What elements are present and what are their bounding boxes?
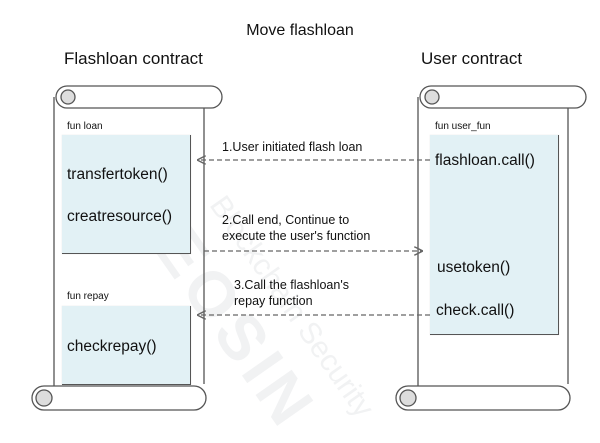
arrow-2-label-line-1: 2.Call end, Continue to <box>222 213 350 227</box>
arrow-3-label: 3.Call the flashloan's repay function <box>234 277 349 309</box>
left-scroll <box>31 85 223 411</box>
arrow-2-label-line-2: execute the user's function <box>222 229 371 243</box>
call-checkrepay: checkrepay() <box>67 338 157 355</box>
call-flashloan: flashloan.call() <box>435 152 535 169</box>
diagram-title: Move flashloan <box>246 22 354 39</box>
fun-repay-label: fun repay <box>67 291 109 302</box>
arrow-1-label: 1.User initiated flash loan <box>222 140 363 154</box>
arrow-3-label-line-1: 3.Call the flashloan's <box>234 278 349 292</box>
fun-repay-box <box>62 306 191 385</box>
diagram-canvas <box>31 85 587 411</box>
left-contract-heading: Flashloan contract <box>64 49 203 68</box>
call-usetoken: usetoken() <box>437 259 511 276</box>
fun-user-label: fun user_fun <box>435 121 491 132</box>
call-creatresource: creatresource() <box>67 208 173 225</box>
arrow-3-label-line-2: repay function <box>234 294 313 308</box>
user-fun-box <box>430 135 559 335</box>
right-contract-heading: User contract <box>421 49 523 68</box>
fun-loan-label: fun loan <box>67 121 103 132</box>
right-scroll <box>395 85 587 411</box>
call-check: check.call() <box>436 302 515 319</box>
arrow-2-label: 2.Call end, Continue to execute the user… <box>222 212 370 244</box>
call-transfertoken: transfertoken() <box>67 166 168 183</box>
fun-loan-box <box>62 135 191 254</box>
